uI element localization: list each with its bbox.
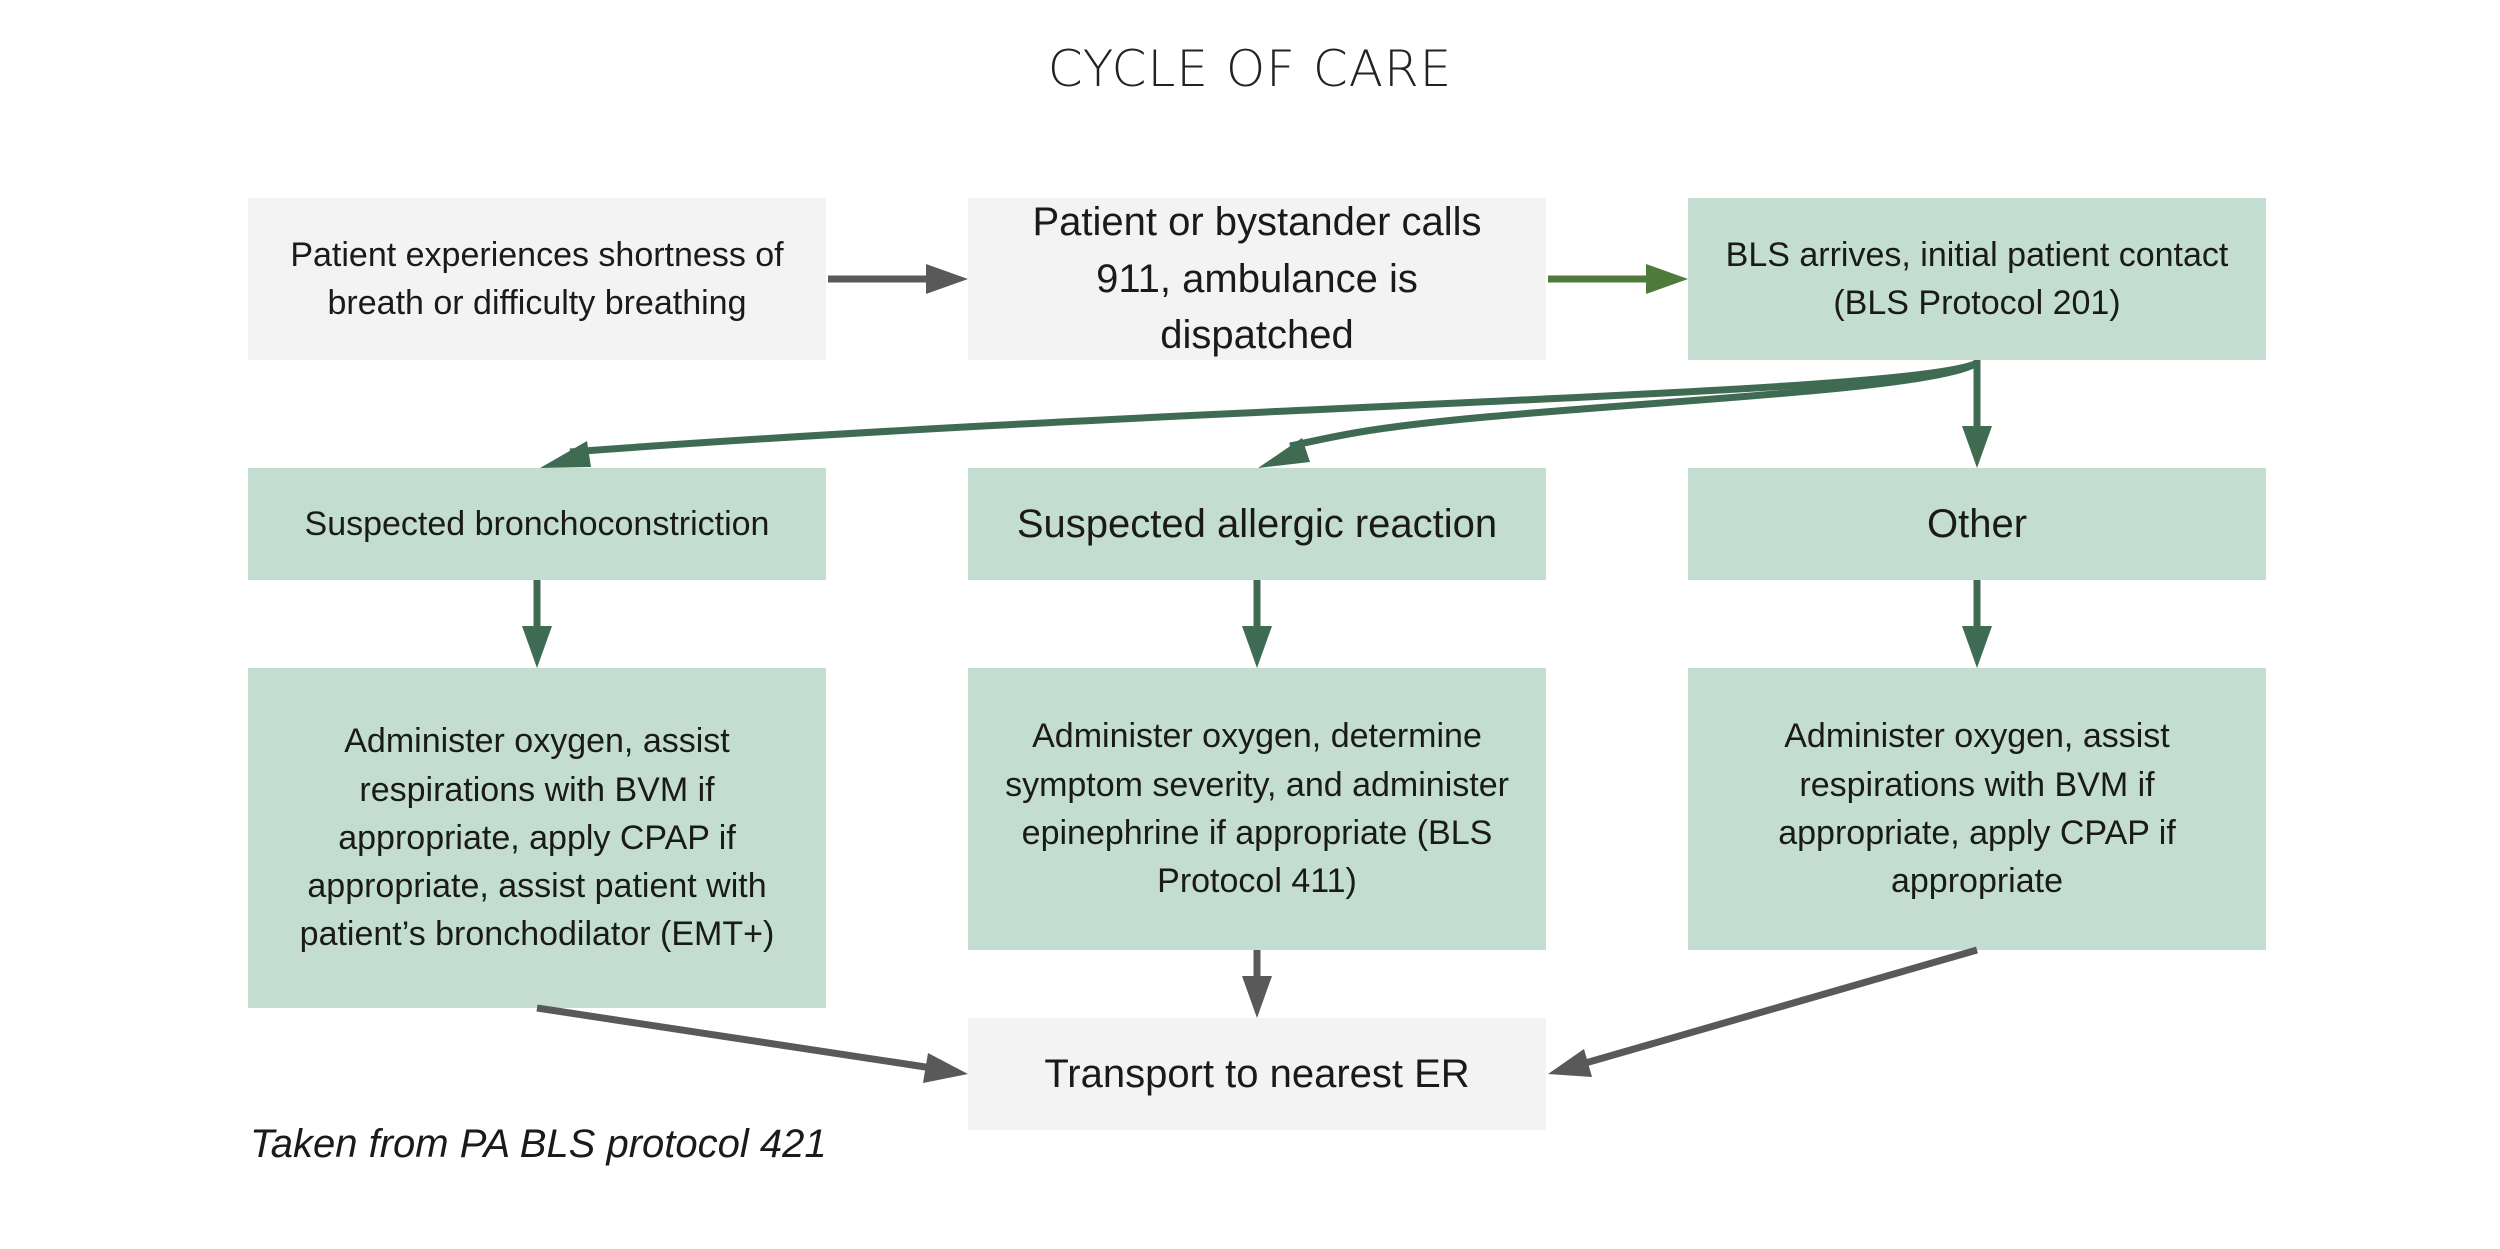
node-allergic-reaction: Suspected allergic reaction: [968, 468, 1546, 580]
source-note: Taken from PA BLS protocol 421: [250, 1122, 827, 1166]
node-allergic-treatment: Administer oxygen, determine symptom sev…: [968, 668, 1546, 950]
arrow-other-treatment-to-transport: [1548, 946, 1978, 1077]
arrow-bronchoconstriction-to-treatment: [522, 580, 552, 668]
node-transport-label: Transport to nearest ER: [1044, 1051, 1470, 1096]
node-allergic-reaction-label: Suspected allergic reaction: [1016, 501, 1498, 546]
node-bls-arrives: BLS arrives, initial patient contact (BL…: [1688, 198, 2266, 360]
arrow-bls-to-allergic: [1258, 360, 1977, 468]
arrow-bls-to-bronchoconstriction: [540, 360, 1977, 468]
node-bls-arrives-label: BLS arrives, initial patient contact (BL…: [1725, 235, 2229, 322]
node-bronchoconstriction: Suspected bronchoconstriction: [248, 468, 826, 580]
node-bronchoconstriction-label: Suspected bronchoconstriction: [304, 504, 770, 543]
node-other-label: Other: [1926, 501, 2028, 546]
node-bronchoconstriction-treatment: Administer oxygen, assist respirations w…: [248, 668, 826, 1008]
arrow-bls-to-other: [1962, 360, 1992, 468]
diagram-title: CYCLE OF CARE: [1047, 40, 1453, 98]
node-symptom-label: Patient experiences shortness of breath …: [290, 235, 784, 322]
node-other-treatment: Administer oxygen, assist respirations w…: [1688, 668, 2266, 950]
arrow-call-to-bls: [1548, 264, 1688, 294]
arrow-allergic-to-treatment: [1242, 580, 1272, 668]
arrow-allergic-treatment-to-transport: [1242, 950, 1272, 1018]
node-call-911: Patient or bystander calls 911, ambulanc…: [968, 198, 1546, 360]
node-allergic-treatment-label: Administer oxygen, determine symptom sev…: [1005, 717, 1509, 901]
node-other: Other: [1688, 468, 2266, 580]
node-call-911-label: Patient or bystander calls 911, ambulanc…: [1032, 199, 1482, 358]
node-transport: Transport to nearest ER: [968, 1018, 1546, 1130]
node-bronchoconstriction-treatment-label: Administer oxygen, assist respirations w…: [299, 722, 775, 954]
arrow-other-to-treatment: [1962, 580, 1992, 668]
arrow-bronchoconstriction-treatment-to-transport: [536, 1004, 968, 1083]
node-other-treatment-label: Administer oxygen, assist respirations w…: [1778, 717, 2176, 901]
node-symptom: Patient experiences shortness of breath …: [248, 198, 826, 360]
arrow-symptom-to-call: [828, 264, 968, 294]
